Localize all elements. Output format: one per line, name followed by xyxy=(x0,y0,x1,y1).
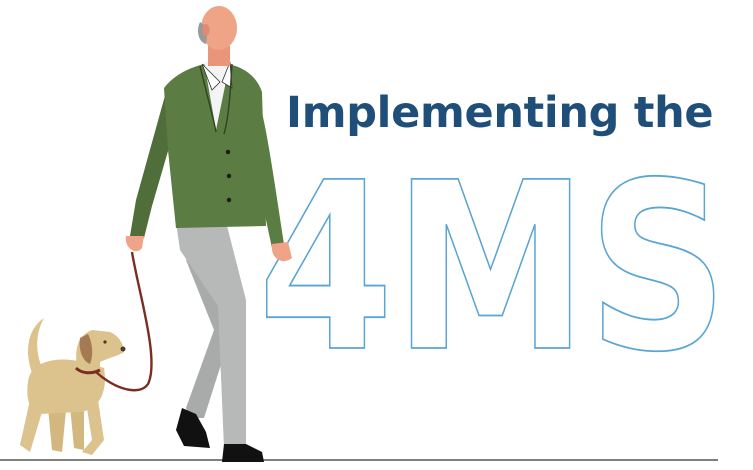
headline: Implementing the xyxy=(286,88,714,138)
leash-icon xyxy=(95,251,153,392)
elderly-man-walking-icon xyxy=(125,6,292,462)
big-outline-text: 4MS xyxy=(258,133,728,403)
dog-icon xyxy=(20,318,126,455)
